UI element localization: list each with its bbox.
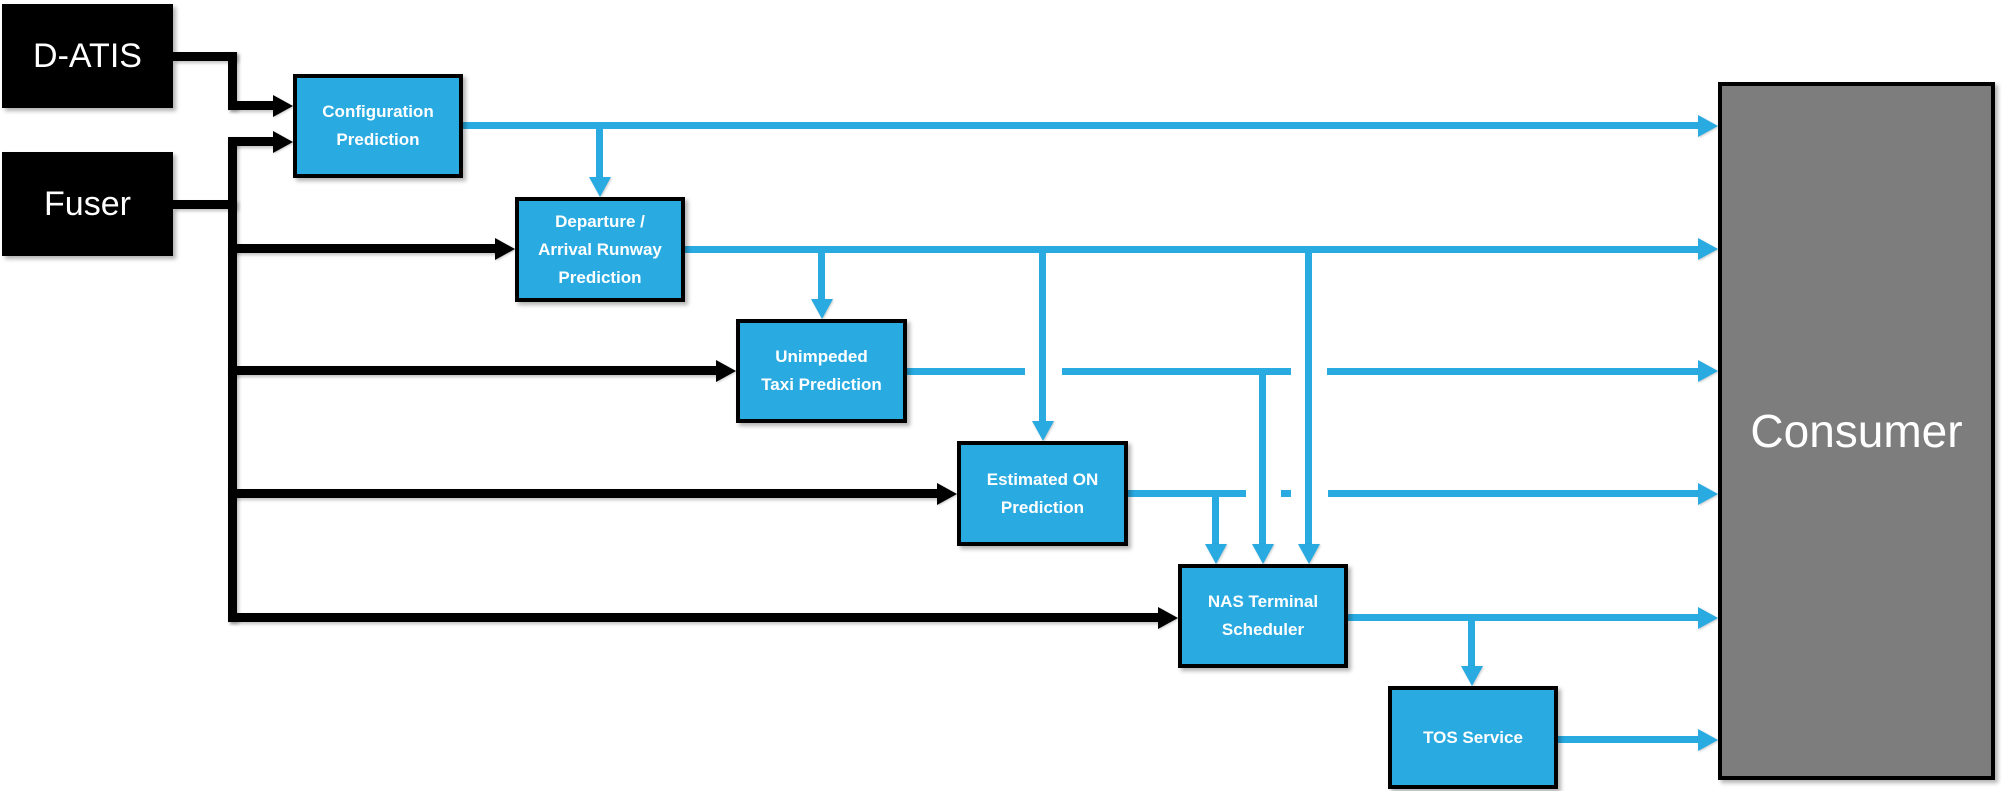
edge-eston-to-consumer-arrowhead-icon bbox=[1698, 483, 1718, 505]
edge-eston-to-nas-segment bbox=[1212, 490, 1219, 544]
node-tos-service-label: TOS Service bbox=[1423, 727, 1523, 747]
edge-eston-to-consumer-segment-3 bbox=[1328, 490, 1699, 497]
edge-taxi-to-nas-segment bbox=[1259, 368, 1266, 544]
edge-runway-to-nas-arrowhead-icon bbox=[1298, 544, 1320, 564]
edge-taxi-to-consumer-segment-2 bbox=[1062, 368, 1291, 375]
node-estimated-on-prediction: Estimated ON Prediction bbox=[957, 441, 1128, 546]
edge-datis-to-config-arrowhead-icon bbox=[273, 95, 293, 117]
node-consumer-label: Consumer bbox=[1750, 405, 1963, 457]
edge-eston-to-nas-arrowhead-icon bbox=[1205, 544, 1227, 564]
edge-tos-to-consumer-segment bbox=[1558, 736, 1699, 743]
node-configuration-prediction-label: Configuration Prediction bbox=[322, 102, 434, 149]
edge-config-to-runway-segment bbox=[596, 122, 603, 177]
edge-fuser-trunk-segment bbox=[228, 137, 237, 622]
edge-fuser-to-eston-arrowhead-icon bbox=[937, 483, 957, 505]
edge-datis-to-config-segment-h2 bbox=[228, 101, 274, 110]
node-departure-arrival-runway-prediction-label: Departure / Arrival Runway Prediction bbox=[538, 211, 662, 287]
edge-runway-to-eston-segment bbox=[1039, 246, 1046, 421]
edge-fuser-to-taxi-segment bbox=[228, 366, 717, 375]
edge-runway-to-consumer-arrowhead-icon bbox=[1698, 238, 1718, 260]
node-nas-terminal-scheduler: NAS Terminal Scheduler bbox=[1178, 564, 1348, 668]
edge-taxi-to-consumer-segment-1 bbox=[907, 368, 1025, 375]
edge-datis-to-config-segment-v bbox=[228, 52, 237, 110]
edge-nas-to-tos-segment bbox=[1468, 614, 1475, 666]
node-fuser: Fuser bbox=[2, 152, 173, 256]
edge-fuser-to-nas-segment bbox=[228, 613, 1159, 622]
edge-tos-to-consumer-arrowhead-icon bbox=[1698, 729, 1718, 751]
edge-config-to-runway-arrowhead-icon bbox=[589, 177, 611, 197]
edge-fuser-out-segment bbox=[173, 200, 237, 209]
edge-runway-to-eston-arrowhead-icon bbox=[1032, 421, 1054, 441]
edge-config-to-consumer-arrowhead-icon bbox=[1698, 115, 1718, 137]
node-nas-terminal-scheduler-label: NAS Terminal Scheduler bbox=[1207, 592, 1319, 639]
node-configuration-prediction: Configuration Prediction bbox=[293, 74, 463, 178]
edge-taxi-to-consumer-arrowhead-icon bbox=[1698, 360, 1718, 382]
edge-eston-to-consumer-segment-2 bbox=[1281, 490, 1291, 497]
edge-runway-to-consumer-segment bbox=[685, 246, 1699, 253]
edge-eston-to-consumer-segment-1 bbox=[1128, 490, 1246, 497]
edge-nas-to-consumer-arrowhead-icon bbox=[1698, 607, 1718, 629]
node-unimpeded-taxi-prediction: Unimpeded Taxi Prediction bbox=[736, 319, 907, 423]
edge-fuser-to-runway-segment bbox=[228, 244, 496, 253]
edge-runway-to-taxi-segment bbox=[818, 246, 825, 299]
node-tos-service: TOS Service bbox=[1388, 686, 1558, 789]
edge-runway-to-nas-segment bbox=[1305, 246, 1312, 544]
edge-runway-to-taxi-arrowhead-icon bbox=[811, 299, 833, 319]
node-consumer: Consumer bbox=[1718, 82, 1995, 780]
edge-fuser-to-config-segment bbox=[228, 137, 274, 146]
edge-taxi-to-nas-arrowhead-icon bbox=[1252, 544, 1274, 564]
edge-fuser-to-config-arrowhead-icon bbox=[273, 131, 293, 153]
edge-fuser-to-eston-segment bbox=[228, 489, 938, 498]
edge-config-to-consumer-segment bbox=[463, 122, 1699, 129]
edge-taxi-to-consumer-segment-3 bbox=[1327, 368, 1699, 375]
node-d-atis-label: D-ATIS bbox=[33, 36, 142, 75]
edge-nas-to-consumer-segment bbox=[1348, 614, 1699, 621]
node-fuser-label: Fuser bbox=[44, 184, 131, 223]
node-estimated-on-prediction-label: Estimated ON Prediction bbox=[986, 469, 1099, 517]
edge-fuser-to-taxi-arrowhead-icon bbox=[716, 360, 736, 382]
edge-nas-to-tos-arrowhead-icon bbox=[1461, 666, 1483, 686]
node-departure-arrival-runway-prediction: Departure / Arrival Runway Prediction bbox=[515, 197, 685, 302]
node-d-atis: D-ATIS bbox=[2, 4, 173, 108]
edge-fuser-to-nas-arrowhead-icon bbox=[1158, 607, 1178, 629]
edge-datis-to-config-segment-h1 bbox=[173, 52, 237, 61]
edge-fuser-to-runway-arrowhead-icon bbox=[495, 238, 515, 260]
node-unimpeded-taxi-prediction-label: Unimpeded Taxi Prediction bbox=[761, 347, 882, 394]
